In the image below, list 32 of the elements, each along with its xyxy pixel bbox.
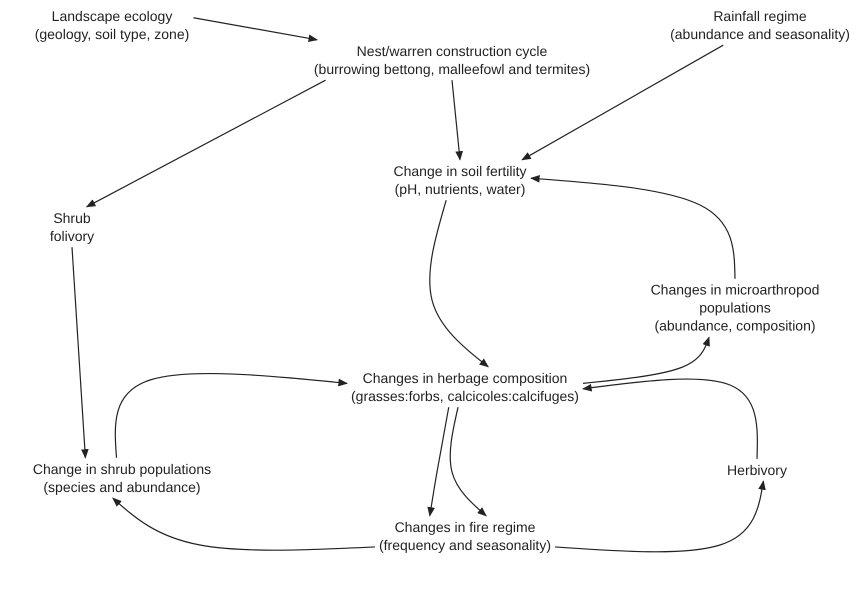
node-label: Changes in herbage composition xyxy=(362,368,568,387)
node-detail: (pH, nutrients, water) xyxy=(394,180,526,198)
node-label: Rainfall regime xyxy=(713,6,807,25)
arrow xyxy=(112,498,376,551)
arrow xyxy=(530,175,736,279)
node-label: Change in shrub populations xyxy=(32,460,212,478)
node-label: Changes in microarthropod populations xyxy=(650,280,820,318)
node-detail: (species and abundance) xyxy=(43,478,201,496)
arrow xyxy=(114,373,348,458)
node-detail: (grasses:forbs, calcicoles:calcifuges) xyxy=(351,387,579,406)
node-label: Shrub folivory xyxy=(48,208,96,246)
node-detail: (geology, soil type, zone) xyxy=(34,25,190,44)
arrow xyxy=(71,247,89,459)
node-label: Nest/warren construction cycle xyxy=(356,42,548,60)
arrow xyxy=(582,336,710,384)
arrow xyxy=(193,17,318,42)
arrow xyxy=(582,378,758,459)
node-detail: (burrowing bettong, malleefowl and termites) xyxy=(314,60,590,78)
arrow xyxy=(521,44,724,160)
arrow xyxy=(86,80,326,208)
node-label: Herbivory xyxy=(727,460,787,480)
node-detail: (abundance and seasonality) xyxy=(670,25,850,44)
node-label: Changes in fire regime xyxy=(394,518,536,536)
node-detail: (abundance, composition) xyxy=(654,317,816,336)
node-label: Landscape ecology xyxy=(52,6,172,25)
arrow xyxy=(554,480,766,552)
node-label: Change in soil fertility xyxy=(393,162,527,180)
arrow xyxy=(451,80,463,161)
arrow xyxy=(427,407,450,517)
node-detail: (frequency and seasonality) xyxy=(379,536,551,554)
arrow xyxy=(429,200,489,368)
arrow xyxy=(450,407,487,516)
